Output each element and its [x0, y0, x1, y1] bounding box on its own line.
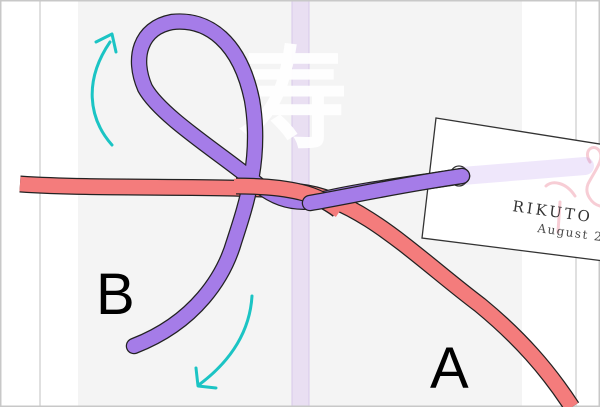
- cord-b-over-segment: [301, 167, 471, 212]
- gift-tag: RIKUTO August 2: [421, 117, 600, 262]
- tag-string-faint: [453, 157, 594, 185]
- label-a: A: [430, 336, 469, 401]
- cord-a: [19, 175, 580, 407]
- flamingo-icon: [544, 146, 600, 234]
- curved-arrow-up-icon: [90, 32, 118, 147]
- gift-tag-card: [421, 117, 600, 262]
- label-b: B: [96, 262, 135, 327]
- curved-arrow-down-icon: [194, 294, 254, 390]
